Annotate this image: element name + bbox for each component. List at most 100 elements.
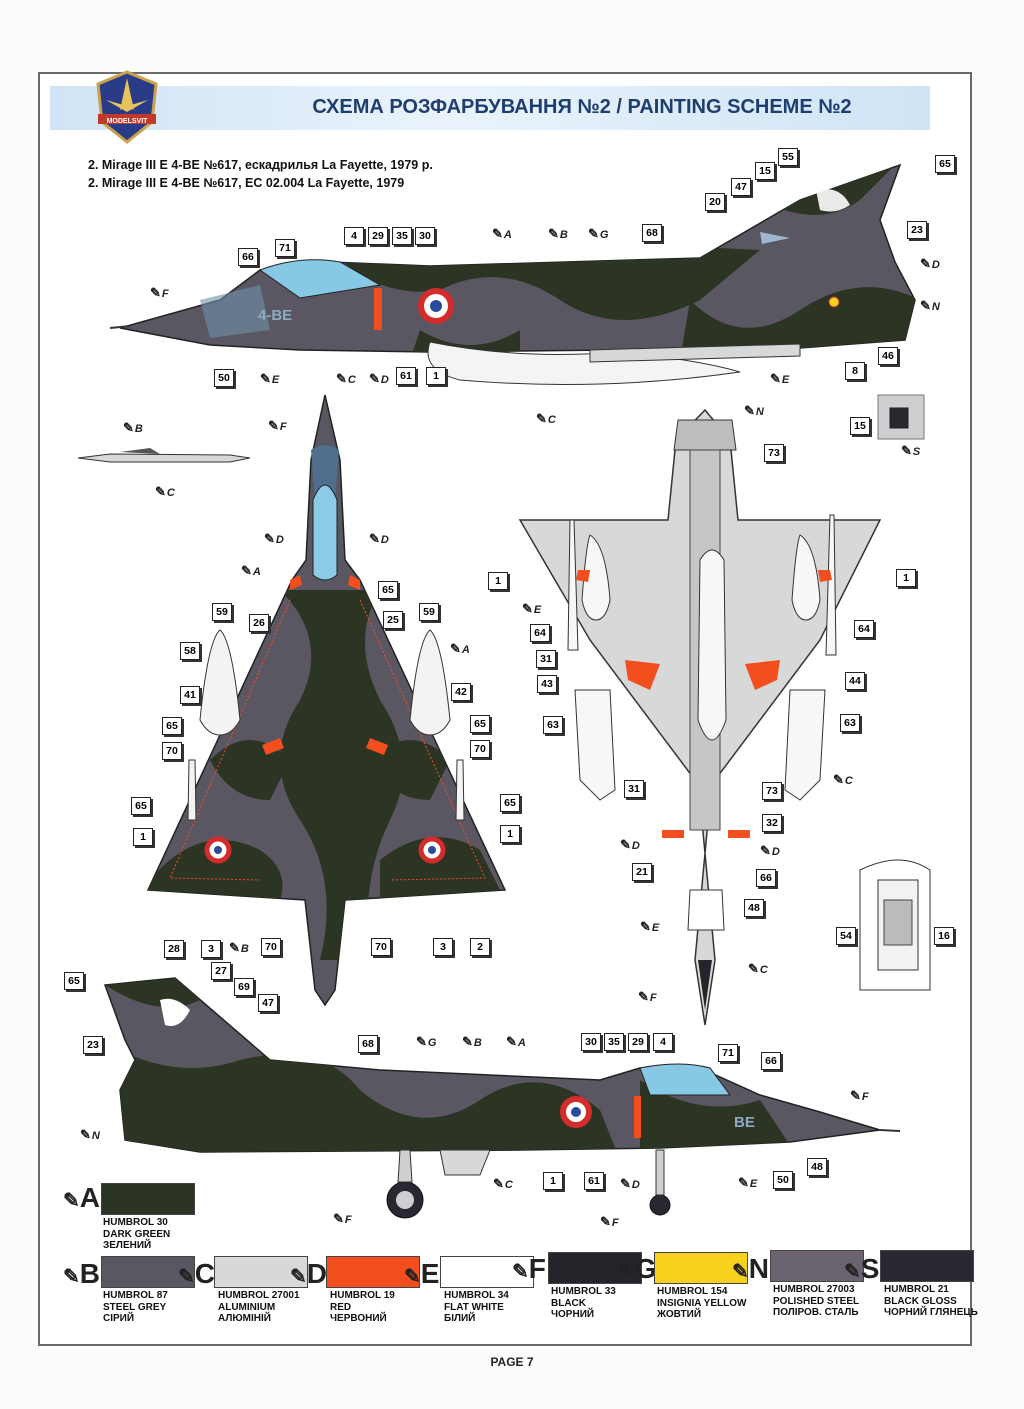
side-code-top: 4-BE bbox=[258, 307, 293, 324]
callout-73-bottom: 73 bbox=[762, 782, 782, 800]
plan-view-underside bbox=[518, 408, 882, 1026]
callout-70-bottom-left: 70 bbox=[261, 938, 281, 956]
paint-mark-S: ✎S bbox=[901, 443, 921, 458]
paint-mark-F-under-nose: ✎F bbox=[638, 989, 657, 1004]
callout-68: 68 bbox=[642, 224, 662, 242]
callout-50: 50 bbox=[214, 369, 234, 387]
paint-mark-N: ✎N bbox=[920, 298, 940, 313]
callout-1: 1 bbox=[426, 367, 446, 385]
paint-mark-E-tank: ✎E bbox=[770, 371, 790, 386]
callout-65-right: 65 bbox=[470, 715, 490, 733]
side-view-top bbox=[109, 163, 916, 385]
paint-mark-B-missile: ✎B bbox=[123, 420, 143, 435]
legend-code-N: ✎N bbox=[732, 1253, 769, 1284]
paint-mark-C-tank: ✎C bbox=[536, 411, 556, 426]
paint-mark-A-plan: ✎A bbox=[241, 563, 261, 578]
side-view-bottom bbox=[103, 977, 901, 1219]
callout-32: 32 bbox=[762, 814, 782, 832]
callout-65-plan: 65 bbox=[378, 581, 398, 599]
callout-21: 21 bbox=[632, 863, 652, 881]
callout-1-right: 1 bbox=[500, 825, 520, 843]
callout-8: 8 bbox=[845, 362, 865, 380]
callout-73-top: 73 bbox=[764, 444, 784, 462]
paint-mark-D-under-right: ✎D bbox=[760, 843, 780, 858]
detail-inset-15 bbox=[877, 394, 925, 440]
paint-mark-D-under-left: ✎D bbox=[620, 837, 640, 852]
callout-54: 27 bbox=[211, 962, 231, 980]
logo-text: MODELSVIT bbox=[106, 118, 148, 125]
legend-code-G: ✎G bbox=[618, 1253, 657, 1284]
callout-65-tail: 65 bbox=[64, 972, 84, 990]
callout-59-right: 59 bbox=[419, 603, 439, 621]
callout-71-bottom: 71 bbox=[718, 1044, 738, 1062]
paint-mark-G-bottom: ✎G bbox=[416, 1034, 437, 1049]
paint-mark-F-wheel: ✎F bbox=[333, 1211, 352, 1226]
callout-47: 47 bbox=[731, 178, 751, 196]
paint-mark-A-tank: ✎A bbox=[450, 641, 470, 656]
modelsvit-logo: MODELSVIT bbox=[92, 70, 162, 144]
callout-44: 44 bbox=[845, 672, 865, 690]
callout-63-right: 63 bbox=[840, 714, 860, 732]
detail-inset-canopy bbox=[859, 859, 931, 991]
paint-mark-G: ✎G bbox=[588, 226, 609, 241]
legend-swatch-S bbox=[880, 1250, 974, 1282]
callout-1-under-right: 1 bbox=[896, 569, 916, 587]
paint-mark-F-plan: ✎F bbox=[268, 418, 287, 433]
callout-50-bottom: 50 bbox=[773, 1171, 793, 1189]
legend-swatch-B bbox=[101, 1256, 195, 1288]
callout-64-left: 64 bbox=[530, 624, 550, 642]
callout-1-bottom: 1 bbox=[543, 1172, 563, 1190]
paint-mark-E-under-canopy: ✎E bbox=[640, 919, 660, 934]
legend-code-S: ✎S bbox=[844, 1253, 880, 1284]
callout-27: 28 bbox=[164, 940, 184, 958]
paint-mark-E-bottom: ✎E bbox=[738, 1175, 758, 1190]
paint-mark-C-missile: ✎C bbox=[155, 484, 175, 499]
callout-48-bottom: 48 bbox=[807, 1158, 827, 1176]
callout-46: 46 bbox=[878, 347, 898, 365]
legend-swatch-G bbox=[654, 1252, 748, 1284]
paint-mark-A-bottom: ✎A bbox=[506, 1034, 526, 1049]
paint-mark-C-under: ✎C bbox=[833, 772, 853, 787]
legend-swatch-A bbox=[101, 1183, 195, 1215]
callout-61-bottom: 61 bbox=[584, 1172, 604, 1190]
callout-65-left: 65 bbox=[162, 717, 182, 735]
callout-29: 29 bbox=[368, 227, 388, 245]
callout-30: 30 bbox=[415, 227, 435, 245]
paint-mark-D-plan-left: ✎D bbox=[264, 531, 284, 546]
aircraft-description-en: 2. Mirage III E 4-BE №617, EC 02.004 La … bbox=[88, 176, 405, 190]
callout-35: 35 bbox=[392, 227, 412, 245]
missile-side-view bbox=[77, 448, 251, 463]
legend-swatch-E bbox=[440, 1256, 534, 1288]
paint-mark-C-under-nose: ✎C bbox=[748, 961, 768, 976]
callout-58: 58 bbox=[180, 642, 200, 660]
callout-69-right: 3 bbox=[433, 938, 453, 956]
callout-70-bottom-right: 70 bbox=[371, 938, 391, 956]
callout-30-bottom: 30 bbox=[581, 1033, 601, 1051]
callout-70-left: 70 bbox=[162, 742, 182, 760]
legend-code-D: ✎D bbox=[290, 1258, 327, 1289]
callout-28: 2 bbox=[470, 938, 490, 956]
callout-1-under-left: 1 bbox=[488, 572, 508, 590]
callout-31-top: 31 bbox=[536, 650, 556, 668]
legend-swatch-F bbox=[548, 1252, 642, 1284]
callout-55: 55 bbox=[778, 148, 798, 166]
callout-26: 26 bbox=[249, 614, 269, 632]
paint-mark-B: ✎B bbox=[548, 226, 568, 241]
paint-mark-N-under: ✎N bbox=[744, 403, 764, 418]
paint-mark-D-bottom: ✎D bbox=[620, 1176, 640, 1191]
paint-mark-C-bottom: ✎C bbox=[493, 1176, 513, 1191]
callout-71: 71 bbox=[275, 239, 295, 257]
legend-swatch-D bbox=[326, 1256, 420, 1288]
paint-mark-C: ✎C bbox=[336, 371, 356, 386]
paint-mark-A: ✎A bbox=[492, 226, 512, 241]
paint-mark-F-wheel-front: ✎F bbox=[600, 1214, 619, 1229]
page-number: PAGE 7 bbox=[490, 1355, 534, 1369]
callout-2: 16 bbox=[934, 927, 954, 945]
